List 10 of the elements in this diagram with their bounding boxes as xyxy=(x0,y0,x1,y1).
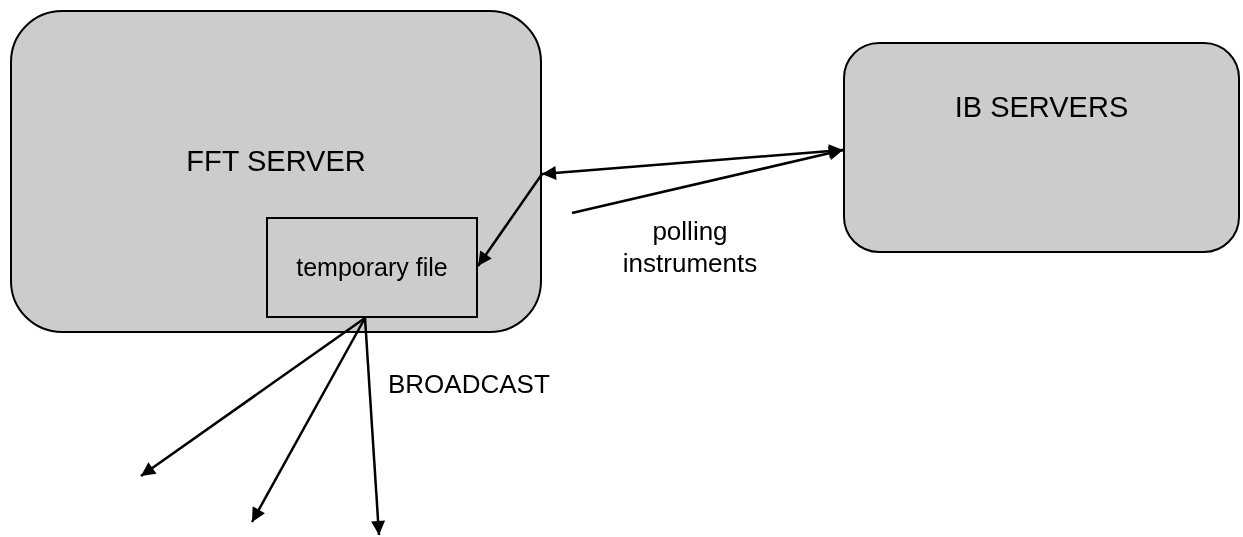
arrow xyxy=(250,317,367,523)
node-label: temporary file xyxy=(295,252,449,284)
arrow xyxy=(363,317,386,536)
file-box xyxy=(266,217,478,318)
arrow xyxy=(140,316,366,478)
server-box xyxy=(10,10,542,333)
arrow xyxy=(476,173,544,267)
node-label: IB SERVERS xyxy=(954,89,1129,125)
node-label: FFT SERVER xyxy=(186,143,366,179)
server-box xyxy=(843,42,1240,253)
